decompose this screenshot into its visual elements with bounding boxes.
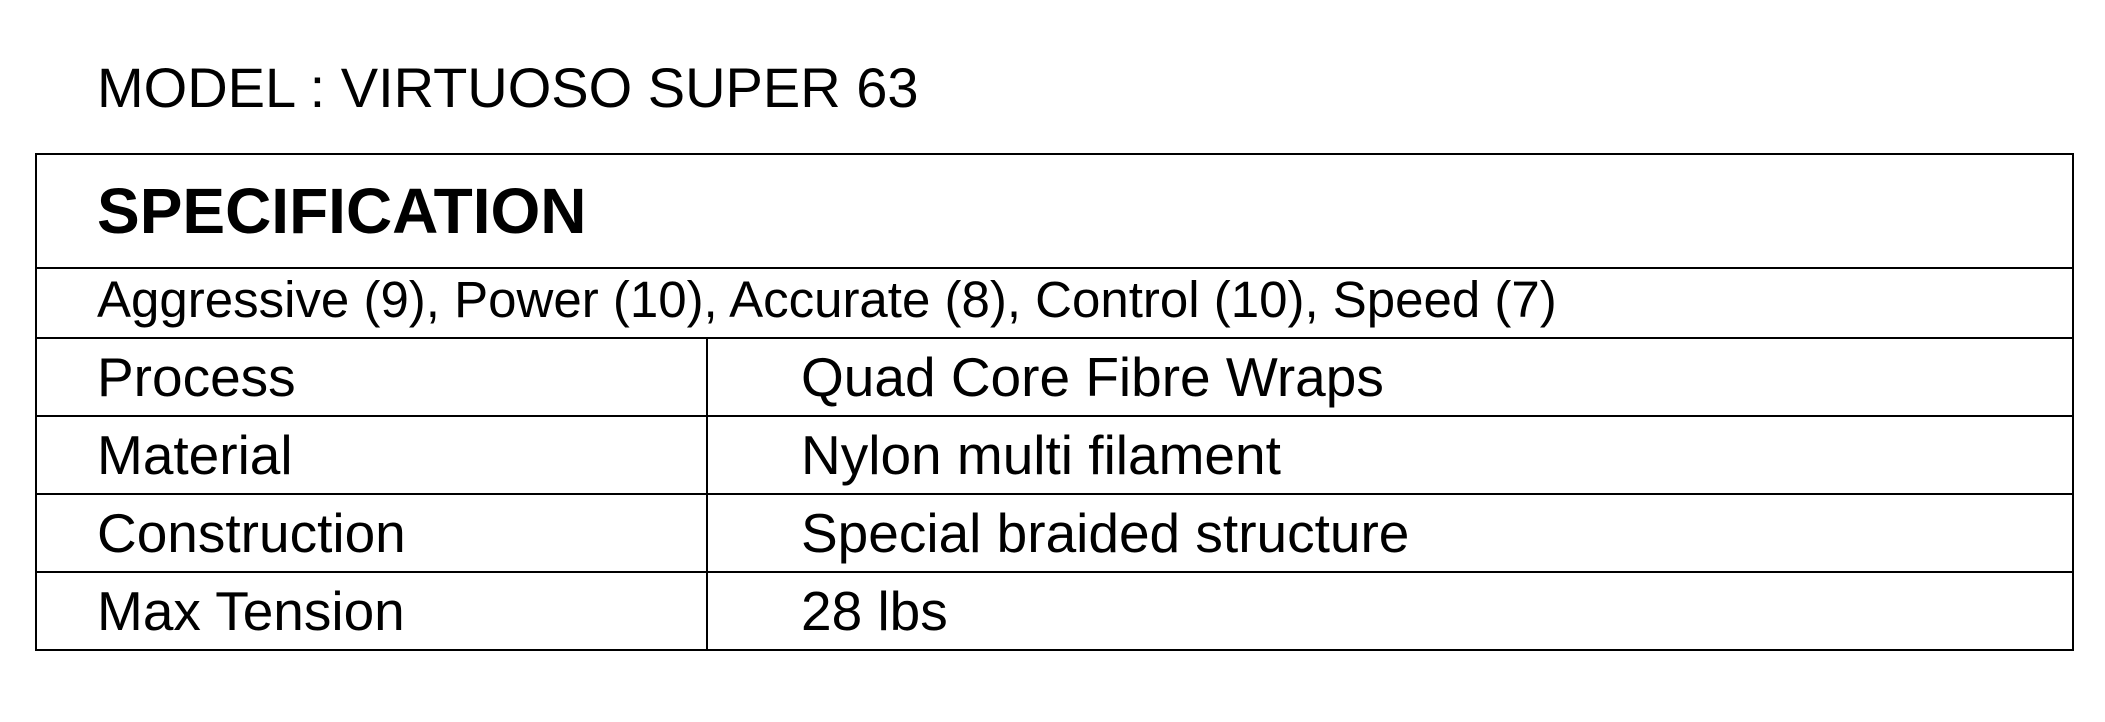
table-row: Max Tension 28 lbs [35, 571, 2074, 651]
row-value: 28 lbs [706, 571, 2074, 651]
table-row: Process Quad Core Fibre Wraps [35, 337, 2074, 417]
row-value-text: Nylon multi filament [801, 424, 1281, 486]
row-label-text: Material [97, 424, 293, 486]
row-label-text: Max Tension [97, 580, 405, 642]
row-label: Material [35, 415, 708, 495]
row-label: Max Tension [35, 571, 708, 651]
row-value-text: Quad Core Fibre Wraps [801, 346, 1384, 408]
table-row: Material Nylon multi filament [35, 415, 2074, 495]
spec-summary-row: Aggressive (9), Power (10), Accurate (8)… [35, 267, 2074, 339]
table-row: Construction Special braided structure [35, 493, 2074, 573]
row-label: Process [35, 337, 708, 417]
model-title: MODEL : VIRTUOSO SUPER 63 [97, 56, 919, 119]
row-label-text: Process [97, 346, 296, 408]
row-value-text: Special braided structure [801, 502, 1410, 564]
row-value-text: 28 lbs [801, 580, 948, 642]
row-label-text: Construction [97, 502, 406, 564]
specification-heading: SPECIFICATION [35, 153, 2074, 269]
specification-table: SPECIFICATION Aggressive (9), Power (10)… [35, 153, 2074, 651]
row-value: Special braided structure [706, 493, 2074, 573]
spec-header-row: SPECIFICATION [35, 153, 2074, 269]
row-value: Nylon multi filament [706, 415, 2074, 495]
row-label: Construction [35, 493, 708, 573]
row-value: Quad Core Fibre Wraps [706, 337, 2074, 417]
performance-ratings: Aggressive (9), Power (10), Accurate (8)… [35, 267, 2074, 339]
